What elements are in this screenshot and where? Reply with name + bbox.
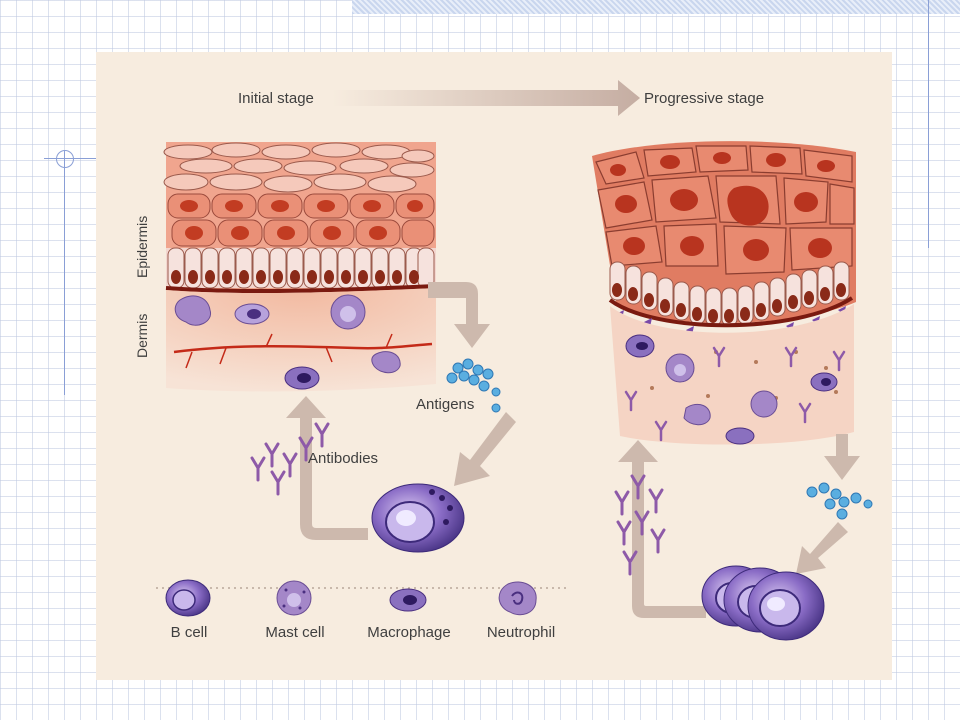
dermis-label: Dermis bbox=[134, 313, 150, 358]
b-cells-progressive bbox=[701, 565, 825, 641]
progressive-stage-label: Progressive stage bbox=[644, 90, 765, 107]
mast-cell-icon bbox=[276, 580, 312, 616]
stage-arrow bbox=[332, 80, 640, 116]
antigens-cluster-right bbox=[806, 482, 873, 520]
arrow-antigens-to-b-cells-right bbox=[796, 522, 848, 574]
slide-right-rule bbox=[928, 0, 929, 248]
macrophage-icon bbox=[389, 588, 427, 612]
neutrophil-icon bbox=[498, 581, 537, 616]
legend-label-neutrophil: Neutrophil bbox=[486, 624, 556, 641]
arrow-to-antigens bbox=[428, 282, 490, 348]
arrow-to-b-cell bbox=[454, 412, 516, 486]
crosshair-circle-icon bbox=[56, 150, 74, 168]
arrow-skin-to-antigens-right bbox=[824, 434, 860, 480]
initial-stage-label: Initial stage bbox=[238, 90, 314, 107]
psoriasis-diagram bbox=[156, 80, 873, 641]
arrow-b-cell-to-skin bbox=[286, 396, 368, 540]
antibodies-label: Antibodies bbox=[308, 450, 379, 467]
slide-left-rule bbox=[64, 150, 65, 395]
legend-label-mast-cell: Mast cell bbox=[265, 624, 325, 641]
b-cell-icon bbox=[165, 579, 211, 617]
epidermis-label: Epidermis bbox=[134, 215, 150, 278]
progressive-skin-block bbox=[592, 141, 856, 445]
legend-label-b-cell: B cell bbox=[170, 624, 208, 641]
antibodies-right bbox=[614, 474, 666, 576]
initial-skin-block bbox=[163, 142, 437, 392]
diagram-panel: Initial stage Progressive stage Epidermi… bbox=[96, 52, 892, 680]
antigens-label: Antigens bbox=[416, 396, 475, 413]
antibodies-left bbox=[250, 422, 330, 496]
slide-horizontal-rule bbox=[44, 158, 104, 159]
legend-label-macrophage: Macrophage bbox=[367, 624, 451, 641]
antigens-cluster-left bbox=[446, 358, 501, 413]
slide-top-bar bbox=[352, 0, 960, 14]
arrow-b-cells-to-skin-right bbox=[618, 440, 706, 618]
